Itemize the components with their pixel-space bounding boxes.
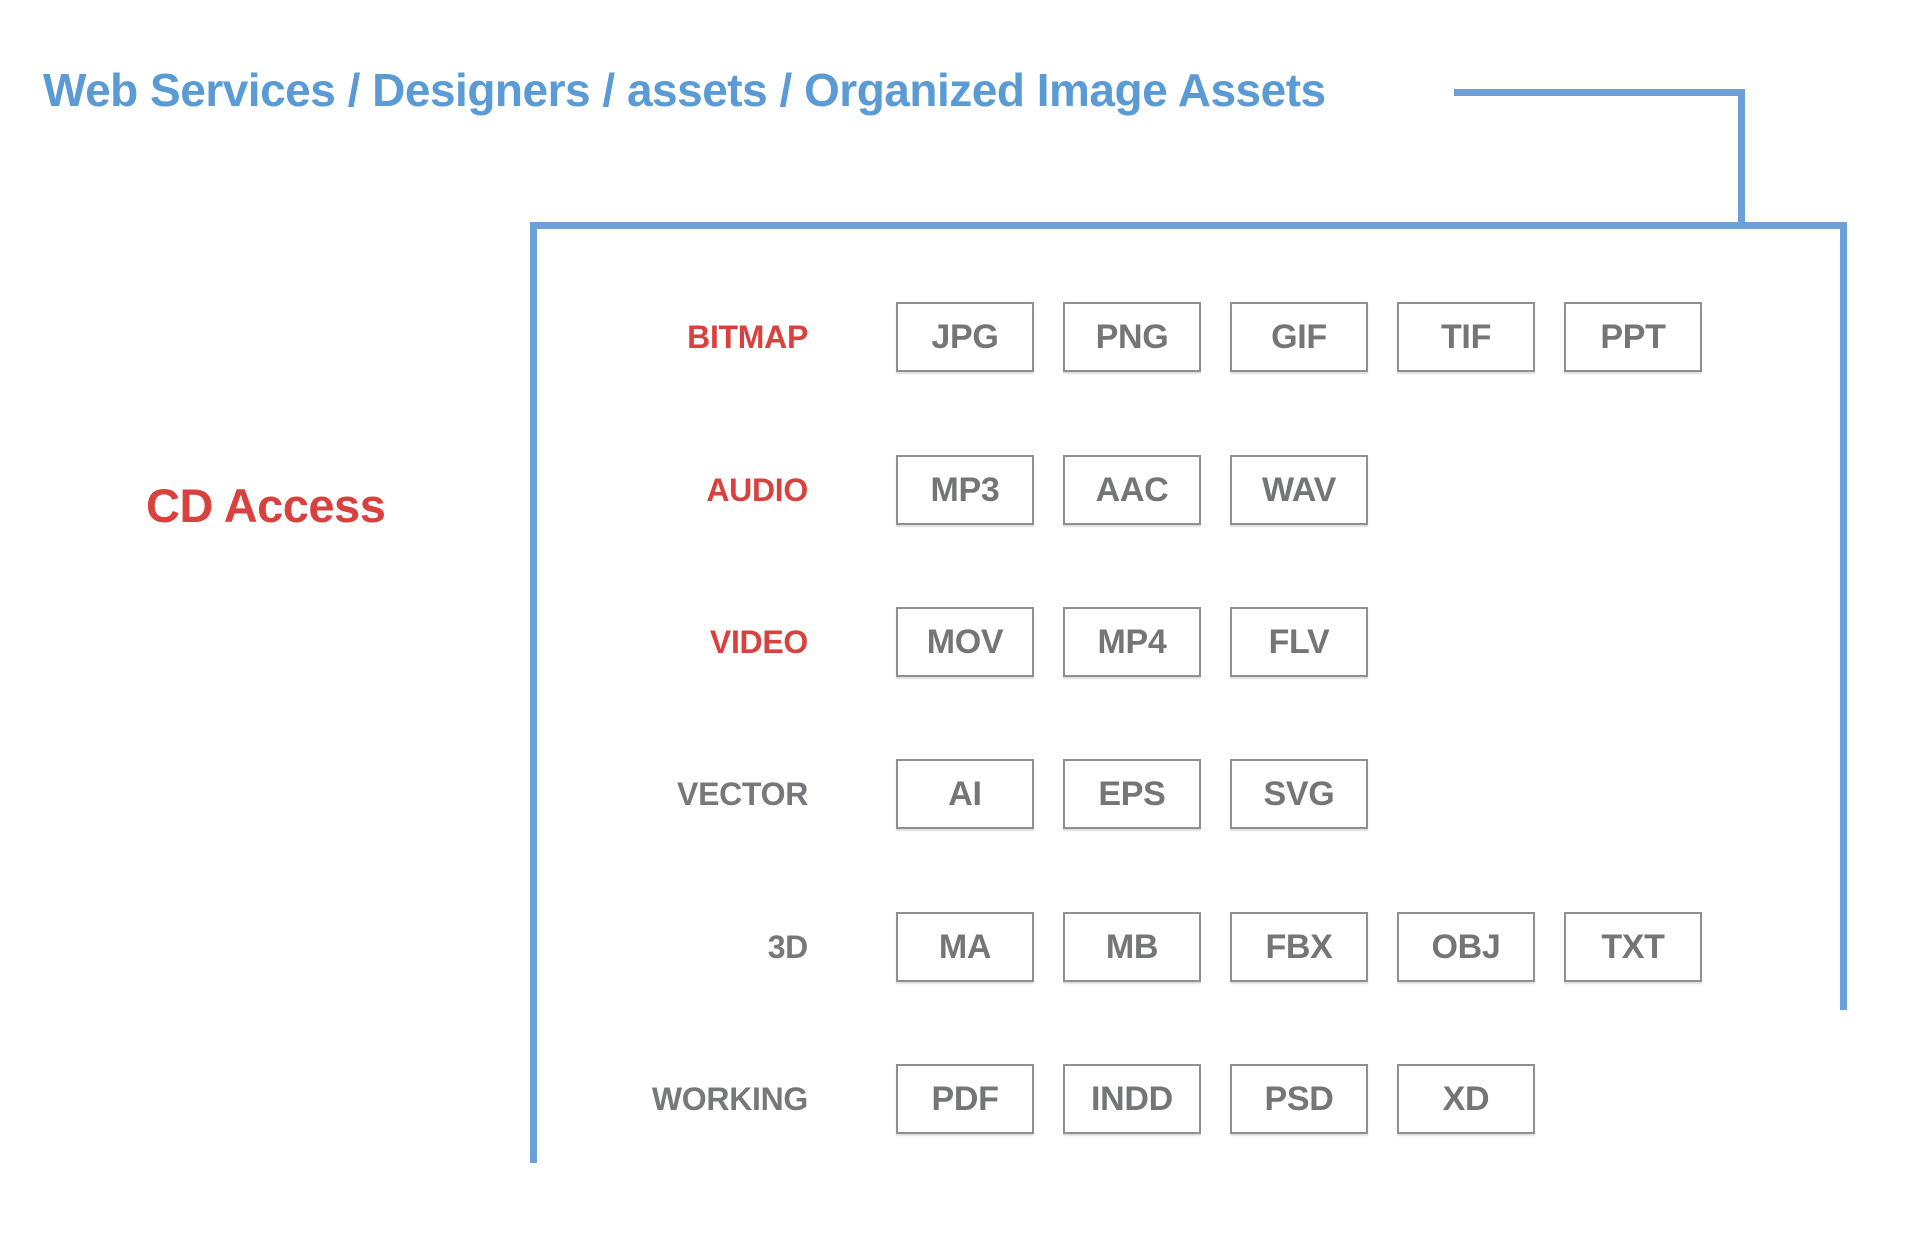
format-box-gif: GIF xyxy=(1230,302,1368,372)
format-box-label: SVG xyxy=(1263,774,1335,813)
format-box-label: MP3 xyxy=(930,470,1000,509)
format-box-label: MA xyxy=(938,927,992,966)
format-box-label: MOV xyxy=(926,622,1004,661)
format-box-label: EPS xyxy=(1098,774,1166,813)
category-label: 3D xyxy=(767,929,809,965)
format-box-label: PDF xyxy=(931,1079,999,1118)
cd-access-label: CD Access xyxy=(146,479,386,532)
format-box-mb: MB xyxy=(1063,912,1201,982)
format-box-label: MB xyxy=(1105,927,1159,966)
format-box-pdf: PDF xyxy=(896,1064,1034,1134)
format-box-label: TIF xyxy=(1440,317,1492,356)
category-label: VIDEO xyxy=(709,624,808,660)
format-box-aac: AAC xyxy=(1063,455,1201,525)
format-box-label: OBJ xyxy=(1431,927,1501,966)
format-box-label: AI xyxy=(948,774,982,813)
format-box-label: FLV xyxy=(1268,622,1330,661)
format-box-ma: MA xyxy=(896,912,1034,982)
category-label: BITMAP xyxy=(687,319,808,355)
category-label: AUDIO xyxy=(706,472,808,508)
category-label: VECTOR xyxy=(677,776,808,812)
format-box-tif: TIF xyxy=(1397,302,1535,372)
connector-line-horizontal xyxy=(1454,89,1745,96)
frame-right-edge xyxy=(1840,222,1847,1010)
format-box-jpg: JPG xyxy=(896,302,1034,372)
format-box-xd: XD xyxy=(1397,1064,1535,1134)
format-box-label: JPG xyxy=(931,317,999,356)
format-box-svg: SVG xyxy=(1230,759,1368,829)
connector-line-vertical xyxy=(1738,89,1745,229)
format-box-label: XD xyxy=(1442,1079,1490,1118)
format-box-label: INDD xyxy=(1091,1079,1173,1118)
format-box-label: FBX xyxy=(1265,927,1333,966)
format-box-eps: EPS xyxy=(1063,759,1201,829)
frame-top-edge xyxy=(530,222,1847,229)
frame-left-edge xyxy=(530,222,537,1163)
format-box-ppt: PPT xyxy=(1564,302,1702,372)
format-box-wav: WAV xyxy=(1230,455,1368,525)
format-box-obj: OBJ xyxy=(1397,912,1535,982)
format-box-psd: PSD xyxy=(1230,1064,1368,1134)
format-box-mov: MOV xyxy=(896,607,1034,677)
format-box-ai: AI xyxy=(896,759,1034,829)
format-box-label: WAV xyxy=(1261,470,1337,509)
format-box-txt: TXT xyxy=(1564,912,1702,982)
format-box-label: MP4 xyxy=(1097,622,1167,661)
format-box-fbx: FBX xyxy=(1230,912,1368,982)
format-box-label: GIF xyxy=(1271,317,1327,356)
format-box-label: AAC xyxy=(1095,470,1169,509)
format-box-label: PNG xyxy=(1095,317,1169,356)
format-box-label: PSD xyxy=(1264,1079,1334,1118)
breadcrumb-title: Web Services / Designers / assets / Orga… xyxy=(43,64,1326,116)
format-box-flv: FLV xyxy=(1230,607,1368,677)
format-box-mp4: MP4 xyxy=(1063,607,1201,677)
category-label: WORKING xyxy=(651,1081,808,1117)
format-box-mp3: MP3 xyxy=(896,455,1034,525)
format-box-png: PNG xyxy=(1063,302,1201,372)
format-box-indd: INDD xyxy=(1063,1064,1201,1134)
format-box-label: PPT xyxy=(1600,317,1666,356)
format-box-label: TXT xyxy=(1601,927,1665,966)
